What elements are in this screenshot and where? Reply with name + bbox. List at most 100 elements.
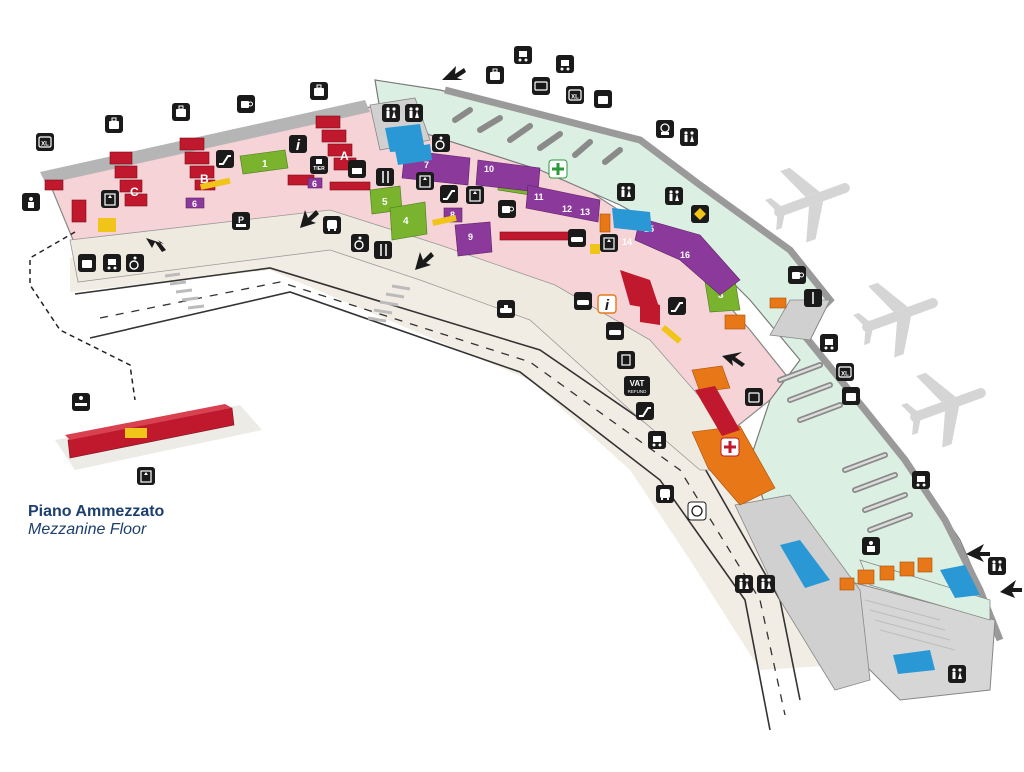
check-in-island-c [44, 151, 148, 223]
baggage-icon [594, 90, 612, 108]
red-desks [620, 270, 740, 436]
entrance-arrow-icon [146, 238, 166, 252]
orange-zones [599, 213, 933, 591]
baggage-icon [78, 254, 96, 272]
gate-label-12: 12 [562, 204, 572, 214]
luggage-xl-icon: XL [836, 363, 854, 381]
escalator-icon [216, 150, 234, 168]
entrance-arrows [146, 66, 1022, 598]
crosswalk-2 [367, 284, 411, 323]
bus-icon [656, 485, 674, 503]
car-rental-icon [606, 322, 624, 340]
check-in-labels: C B A [130, 149, 349, 199]
first-aid-icon [548, 159, 568, 179]
escalators [98, 177, 682, 344]
cafe-icon [532, 77, 550, 95]
entrance-arrow-icon [966, 544, 990, 562]
shop-label-1: 1 [262, 159, 268, 170]
restaurant-icon [376, 168, 394, 186]
prayer-icon [656, 120, 674, 138]
baggage-icon [745, 388, 763, 406]
entrance-arrow-icon [442, 66, 466, 80]
elevator-icon [600, 234, 618, 252]
escalator-icon [668, 297, 686, 315]
gate-label-13: 13 [580, 207, 590, 217]
service-icons: XL i [22, 46, 1006, 683]
shop-label-3: 3 [718, 290, 724, 301]
cafe-icon [788, 266, 806, 284]
information-icon: i [289, 135, 307, 154]
restaurant-icon [374, 241, 392, 259]
luggage-xl-icon: XL [36, 133, 54, 151]
baggage-icon [862, 537, 880, 555]
baggage-icon [486, 66, 504, 84]
svg-text:REFUND: REFUND [628, 389, 647, 394]
restrooms-icon [988, 557, 1006, 575]
elevator-icon [101, 190, 119, 208]
restrooms-icon [948, 665, 966, 683]
elevator-icon [137, 467, 155, 485]
luggage-trolley-icon [556, 55, 574, 73]
elevator-icon [416, 172, 434, 190]
road [74, 267, 801, 731]
restrooms-icon [680, 128, 698, 146]
taxi-icon [497, 300, 515, 318]
entrance-arrow-icon [722, 352, 745, 367]
luggage-trolley-icon [820, 334, 838, 352]
wheelchair-icon [351, 234, 369, 252]
restaurant-icon [348, 160, 366, 178]
elevator-icon [466, 186, 484, 204]
gate-label-16: 16 [680, 250, 690, 260]
restrooms-icon [382, 104, 400, 122]
check-in-island-a [287, 115, 571, 241]
shop-zones [239, 149, 741, 313]
jet-bridges-inner [778, 363, 912, 532]
vat-refund-icon: VAT REFUND [624, 376, 650, 396]
svg-text:XL: XL [41, 142, 49, 148]
baggage-icon [172, 103, 190, 121]
mezzanine-title: Piano Ammezzato [28, 503, 165, 520]
restrooms-icon [617, 183, 635, 201]
floor-lines [864, 599, 956, 651]
first-aid-icon [720, 437, 740, 457]
entrance-arrow-icon [415, 252, 434, 270]
svg-text:i: i [605, 297, 610, 314]
blue-zones [385, 124, 980, 674]
airplane-icon [765, 167, 850, 243]
wheelchair-icon [126, 254, 144, 272]
luggage-trolley-icon [103, 254, 121, 272]
restrooms-icon [757, 575, 775, 593]
airplane-icon [901, 372, 986, 448]
cafe-icon [498, 200, 516, 218]
car-rental-icon [574, 292, 592, 310]
parking-icon [617, 351, 635, 369]
svg-text:XL: XL [841, 372, 849, 378]
escalator-icon [440, 185, 458, 203]
shop-label-5: 5 [382, 197, 388, 208]
luggage-trolley-icon [514, 46, 532, 64]
restrooms-icon [665, 187, 683, 205]
entrance-arrow-icon [1000, 580, 1022, 598]
restrooms-icon [405, 104, 423, 122]
mezzanine-subtitle: Mezzanine Floor [28, 521, 147, 538]
baggage-icon [842, 387, 860, 405]
svg-text:VAT: VAT [630, 379, 645, 388]
wheelchair-icon [691, 205, 709, 223]
cafe-icon [237, 95, 255, 113]
parking-icon: P [232, 212, 250, 230]
gate-label-7: 7 [424, 160, 429, 170]
svg-text:TIER: TIER [313, 166, 325, 172]
baggage-icon [105, 115, 123, 133]
gate-label-14: 14 [622, 237, 632, 247]
car-rental-icon: TIER [310, 156, 328, 174]
gate-label-6b: 6 [312, 179, 317, 189]
bus-icon [323, 216, 341, 234]
desk-icon [72, 393, 90, 411]
svg-text:i: i [296, 137, 301, 154]
luggage-trolley-icon [912, 471, 930, 489]
crosswalk-1 [164, 272, 205, 310]
svg-text:P: P [238, 215, 244, 225]
island-label-c: C [130, 185, 139, 199]
gate-label-11: 11 [534, 192, 544, 202]
